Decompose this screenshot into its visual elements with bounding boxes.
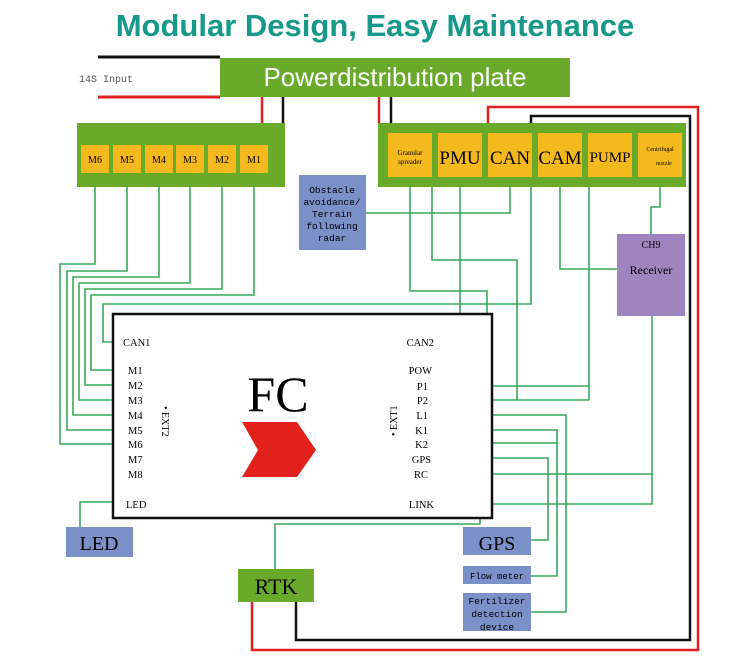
power-wires (250, 97, 700, 652)
fc-port-label: RC (414, 470, 428, 481)
fc-left-ports: CAN1 M1 M2 M3 M4 M5 M6 M7 M8 LED (123, 338, 150, 511)
fc-port-label: M8 (128, 470, 143, 481)
fc-port-label: M7 (128, 455, 143, 466)
motor-port-label: M2 (215, 155, 229, 166)
motor-port-label: M4 (152, 155, 166, 166)
accessory-port-label: PMU (439, 148, 480, 169)
rtk-label: RTK (255, 574, 298, 599)
fc-port-label: LINK (409, 500, 434, 511)
receiver-module (617, 234, 685, 316)
accessory-port (538, 133, 582, 177)
motor-port (145, 145, 173, 173)
input-label: 14S Input (79, 75, 133, 86)
accessory-port (438, 133, 482, 177)
power-plate-label: Powerdistribution plate (263, 62, 526, 92)
accessory-port (638, 133, 682, 177)
accessory-port (388, 133, 432, 177)
fc-port-label: M1 (128, 366, 143, 377)
receiver-channel: CH9 (642, 240, 661, 251)
accessory-port-label: CAN (490, 148, 530, 169)
fc-port-label: K2 (415, 440, 428, 451)
fc-port-label: CAN2 (407, 338, 434, 349)
fc-port-label: P2 (417, 396, 428, 407)
motor-port (240, 145, 268, 173)
fc-port-label: M5 (128, 426, 143, 437)
flight-controller (111, 312, 494, 520)
ext2-label: • EXT2 (159, 406, 170, 436)
led-label: LED (80, 533, 119, 555)
flow-meter-label: Flow meter (470, 572, 524, 582)
fc-port-label: LED (126, 500, 147, 511)
receiver-label: Receiver (630, 263, 673, 277)
motor-port (113, 145, 141, 173)
motor-port (81, 145, 109, 173)
fc-port-label: M2 (128, 381, 143, 392)
accessory-port (488, 133, 532, 177)
gps-label: GPS (479, 533, 516, 555)
fc-port-label: M3 (128, 396, 143, 407)
fc-port-label: CAN1 (123, 338, 150, 349)
motor-port-label: M5 (120, 155, 134, 166)
obstacle-radar-module (299, 175, 366, 250)
fc-port-label: P1 (417, 382, 428, 393)
ext1-label: • EXT1 (389, 406, 400, 436)
fertilizer-detection-module (463, 593, 531, 631)
fc-port-label: L1 (416, 411, 428, 422)
fc-port-label: GPS (412, 455, 431, 466)
motor-port-label: M1 (247, 155, 261, 166)
fc-port-label: K1 (415, 426, 428, 437)
diagram-title: Modular Design, Easy Maintenance (116, 8, 635, 43)
motor-port (176, 145, 204, 173)
fc-right-ports: CAN2 POW P1 P2 L1 K1 K2 GPS RC LINK (407, 338, 435, 511)
flow-meter-module (463, 566, 531, 584)
gps-module (463, 527, 531, 555)
fc-port-label: M4 (128, 411, 143, 422)
accessory-port-label: PUMP (590, 150, 631, 166)
motor-port-label: M3 (183, 155, 197, 166)
fc-port-label: M6 (128, 440, 143, 451)
fc-label: FC (247, 366, 308, 422)
arrow-icon (242, 422, 316, 477)
motor-port-label: M6 (88, 155, 102, 166)
accessory-port-label: CAM (538, 148, 581, 169)
rtk-module (238, 569, 314, 602)
power-distribution-plate (220, 58, 570, 97)
led-module (66, 527, 133, 557)
fc-port-label: POW (409, 366, 432, 377)
motor-port (208, 145, 236, 173)
motor-ports: M6 M5 M4 M3 M2 M1 (81, 145, 268, 173)
accessory-port (588, 133, 632, 177)
